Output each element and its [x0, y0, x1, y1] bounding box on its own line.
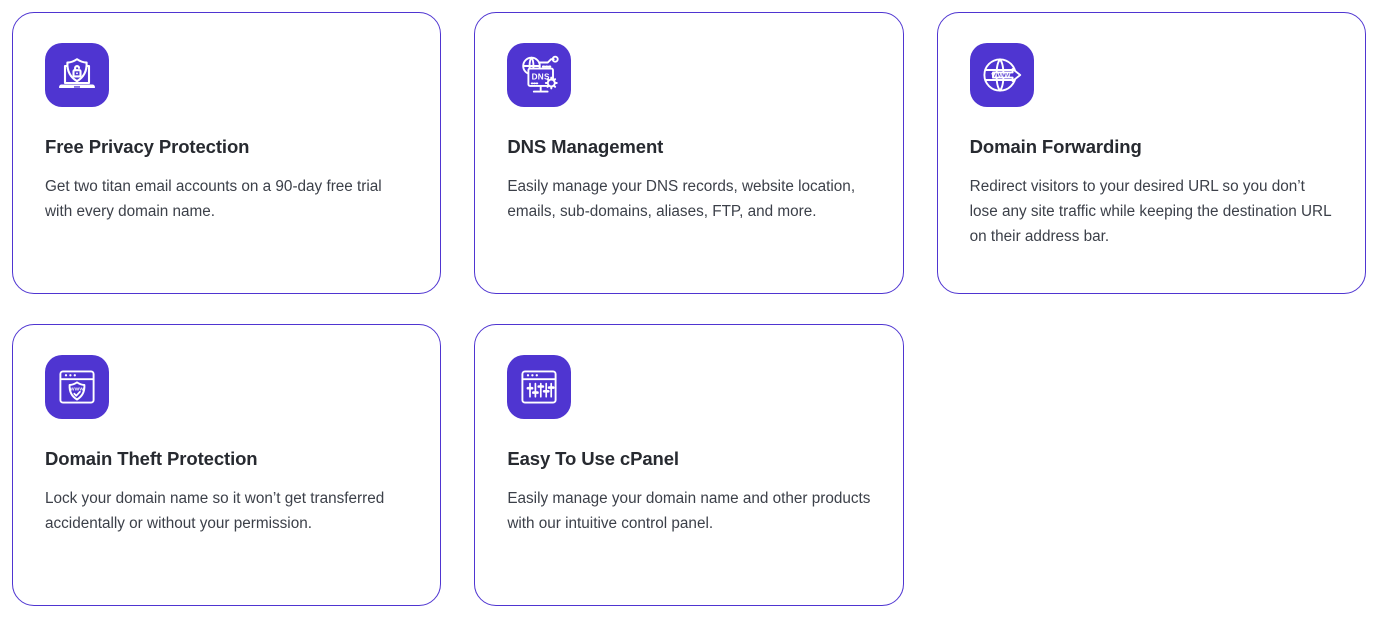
svg-text:WWW: WWW: [70, 387, 84, 393]
svg-text:DNS: DNS: [532, 73, 550, 82]
card-title: Domain Forwarding: [969, 136, 1142, 157]
card-description: Lock your domain name so it won’t get tr…: [45, 490, 385, 532]
feature-card-dns-management[interactable]: DNS DNS Management Easily manage your DN…: [474, 12, 904, 294]
card-description: Get two titan email accounts on a 90-day…: [45, 178, 382, 220]
globe-www-arrow-icon: WWW: [969, 43, 1034, 107]
card-title: DNS Management: [507, 136, 664, 157]
card-description: Easily manage your domain name and other…: [507, 490, 871, 532]
feature-card-domain-theft-protection[interactable]: WWW Domain Theft Protection Lock your do…: [12, 324, 442, 606]
empty-grid-slot: [937, 324, 1366, 606]
feature-card-easy-to-use-cpanel[interactable]: Easy To Use cPanel Easily manage your do…: [474, 324, 904, 606]
dns-globe-monitor-gear-icon: DNS: [507, 43, 572, 107]
card-title: Domain Theft Protection: [45, 448, 258, 469]
feature-card-domain-forwarding[interactable]: WWW Domain Forwarding Redirect visitors …: [936, 12, 1366, 294]
browser-sliders-cpanel-icon: [507, 355, 572, 419]
browser-shield-www-check-icon: WWW: [45, 355, 109, 419]
svg-text:WWW: WWW: [991, 72, 1011, 79]
card-description: Redirect visitors to your desired URL so…: [969, 178, 1332, 245]
laptop-shield-lock-icon: [45, 43, 109, 107]
card-title: Easy To Use cPanel: [507, 448, 679, 469]
card-description: Easily manage your DNS records, website …: [507, 178, 856, 220]
feature-card-free-privacy-protection[interactable]: Free Privacy Protection Get two titan em…: [12, 12, 442, 294]
card-title: Free Privacy Protection: [45, 136, 250, 157]
